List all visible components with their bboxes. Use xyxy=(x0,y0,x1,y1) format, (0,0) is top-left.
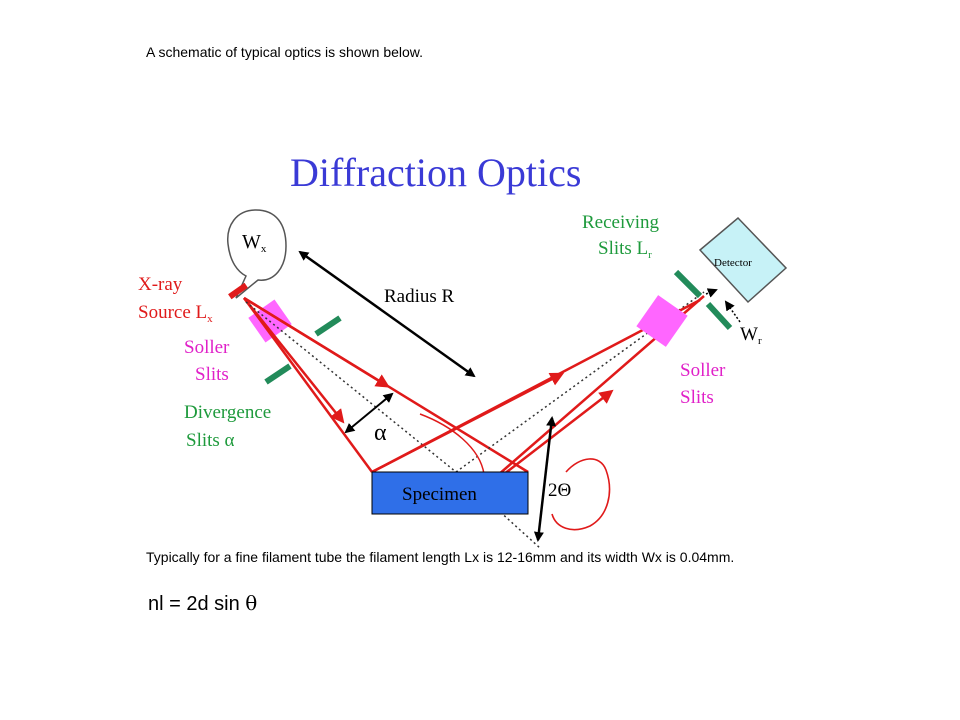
specimen-block xyxy=(371,471,529,515)
svg-text:Source Lx: Source Lx xyxy=(138,302,213,325)
specimen-label: Specimen xyxy=(402,484,477,505)
intro-text: A schematic of typical optics is shown b… xyxy=(146,44,424,60)
detector-label: Detector xyxy=(714,257,752,269)
equation-lhs: nl xyxy=(148,593,164,615)
wx-label: W xyxy=(242,231,261,253)
equation-rhs: = 2d sin xyxy=(163,593,246,615)
angle-mark-left xyxy=(419,413,485,475)
filament-note: Typically for a fine filament tube the f… xyxy=(146,549,735,565)
two-theta-circle xyxy=(551,458,611,531)
xray-source-label-line1: X-ray xyxy=(138,274,183,295)
receiving-slits-label-line2: Slits L xyxy=(598,238,648,259)
two-theta-label: 2Θ xyxy=(548,480,571,501)
wr-label: W xyxy=(740,324,758,345)
wr-arrow-left xyxy=(705,288,718,298)
receiving-slit-upper xyxy=(673,269,703,299)
alpha-arrow xyxy=(344,392,394,434)
diagram-title: Diffraction Optics xyxy=(290,150,581,195)
alpha-label: α xyxy=(374,420,387,446)
soller-slits-left-label-line1: Soller xyxy=(184,337,230,358)
radius-arrow xyxy=(298,250,476,378)
detector: Detector xyxy=(698,216,788,304)
wx-bubble: Wx xyxy=(227,209,287,299)
xray-source-subscript: x xyxy=(207,313,213,325)
two-theta-arrow xyxy=(533,416,557,542)
wr-arrow-right xyxy=(724,300,741,323)
soller-slits-right-label-line1: Soller xyxy=(680,360,726,381)
center-ray-incident xyxy=(245,301,457,473)
receiving-slits-subscript: r xyxy=(648,249,652,261)
xray-source-label-line2: Source L xyxy=(138,302,207,323)
soller-slits-right-box xyxy=(636,295,688,347)
divergence-slits-label-line2: Slits α xyxy=(186,430,235,451)
bragg-equation: nl = 2d sin θ xyxy=(148,591,257,616)
wx-subscript: x xyxy=(261,243,267,255)
svg-text:Wr: Wr xyxy=(740,324,762,347)
svg-text:Wx: Wx xyxy=(242,231,267,255)
receiving-slits-label-line1: Receiving xyxy=(582,212,660,233)
incident-beam xyxy=(242,296,529,474)
wr-subscript: r xyxy=(758,335,762,347)
soller-slits-left-label-line2: Slits xyxy=(195,364,229,385)
soller-slits-right-label-line2: Slits xyxy=(680,387,714,408)
divergence-slit-upper xyxy=(314,315,342,337)
divergence-slits-label-line1: Divergence xyxy=(184,402,271,423)
radius-label: Radius R xyxy=(384,286,455,307)
receiving-slit-lower xyxy=(705,301,733,331)
xray-source-marker xyxy=(228,282,248,300)
divergence-slit-lower xyxy=(264,363,292,385)
equation-theta: θ xyxy=(245,591,258,615)
svg-text:Slits Lr: Slits Lr xyxy=(598,238,652,261)
